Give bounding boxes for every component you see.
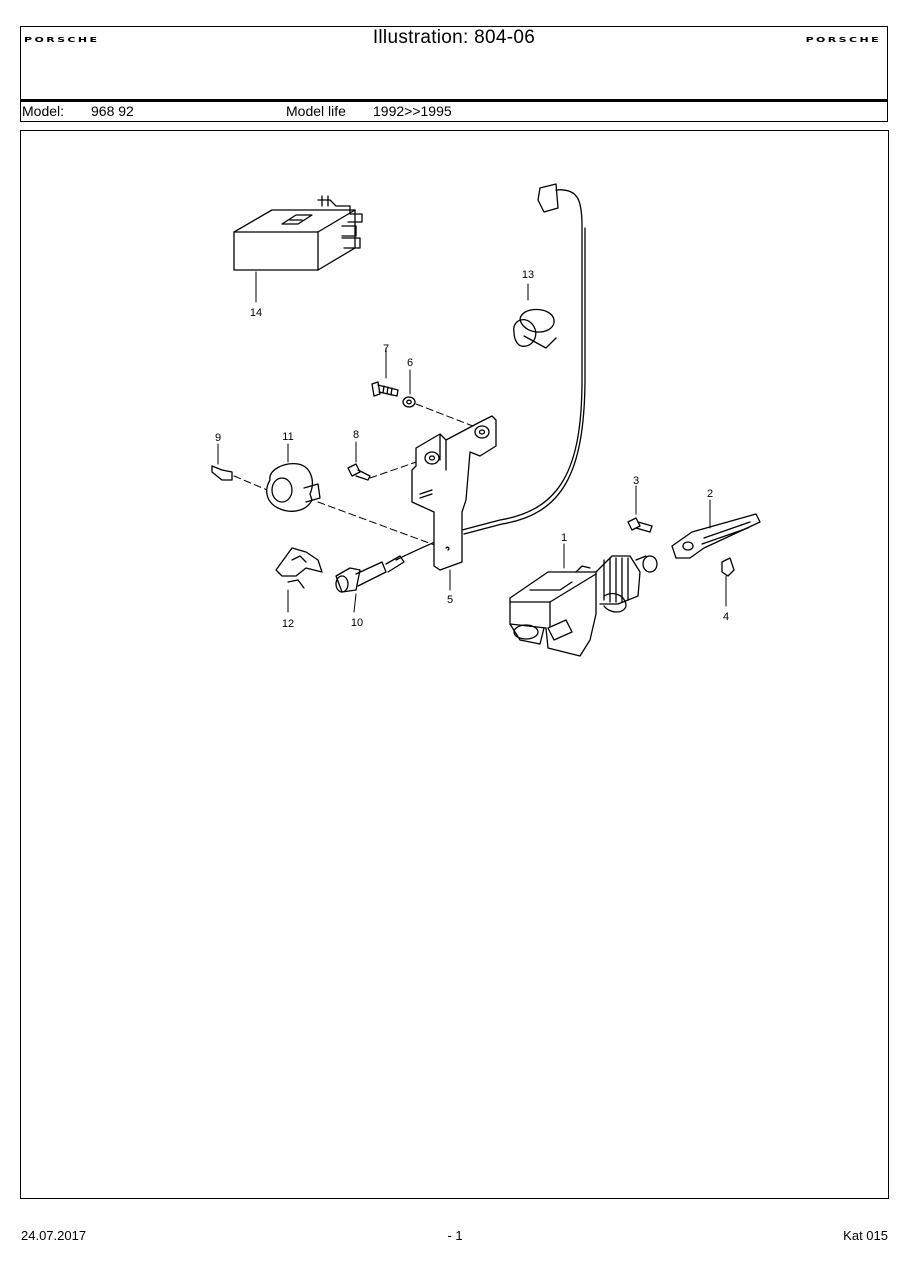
callout-14: 14	[250, 307, 262, 319]
callout-6: 6	[407, 357, 413, 369]
part-14-control-unit	[233, 195, 363, 303]
illustration-title: Illustration: 804-06	[372, 27, 536, 48]
part-2-lever	[671, 499, 761, 559]
footer-date: 24.07.2017	[21, 1228, 87, 1243]
part-4-clip	[721, 557, 735, 607]
callout-10: 10	[351, 617, 363, 629]
callout-labels: 1 2 3 4 5 6 7 8 9 10 11 12 13 14	[215, 269, 729, 630]
part-9-pin	[211, 443, 233, 481]
callout-5: 5	[447, 594, 453, 606]
callout-12: 12	[282, 618, 294, 630]
callout-2: 2	[707, 488, 713, 500]
part-11-sleeve	[266, 443, 321, 512]
model-life-label: Model life	[286, 103, 346, 119]
header-box: PORSCHE Illustration: 804-06 PORSCHE Mod…	[20, 26, 888, 122]
model-label: Model:	[22, 103, 65, 119]
callout-13: 13	[522, 269, 534, 281]
callout-3: 3	[633, 475, 639, 487]
model-value: 968 92	[91, 103, 134, 119]
part-8-bolt	[347, 441, 371, 481]
footer-page-number: - 1	[447, 1228, 463, 1243]
footer-catalog: Kat 015	[843, 1228, 888, 1243]
part-1-locking-motor	[509, 543, 658, 657]
callout-11: 11	[282, 431, 293, 443]
part-13-grommet	[513, 283, 557, 349]
header-rule	[21, 99, 887, 102]
part-3-bolt	[627, 485, 653, 533]
part-6-washer	[402, 369, 416, 408]
part-12-holder-clip	[275, 547, 323, 613]
porsche-logo-left: PORSCHE	[24, 36, 100, 45]
part-10-rod	[335, 555, 405, 613]
part-5-bracket	[411, 415, 497, 591]
porsche-logo-right: PORSCHE	[805, 36, 881, 45]
callout-1: 1	[561, 532, 567, 544]
callout-8: 8	[353, 429, 359, 441]
part-7-screw	[371, 347, 399, 397]
model-row: Model: 968 92 Model life 1992>>1995	[21, 101, 887, 121]
model-life-value: 1992>>1995	[373, 103, 452, 119]
callout-7: 7	[383, 343, 389, 355]
callout-9: 9	[215, 432, 221, 444]
illustration-frame	[20, 130, 889, 1199]
callout-4: 4	[723, 611, 729, 623]
